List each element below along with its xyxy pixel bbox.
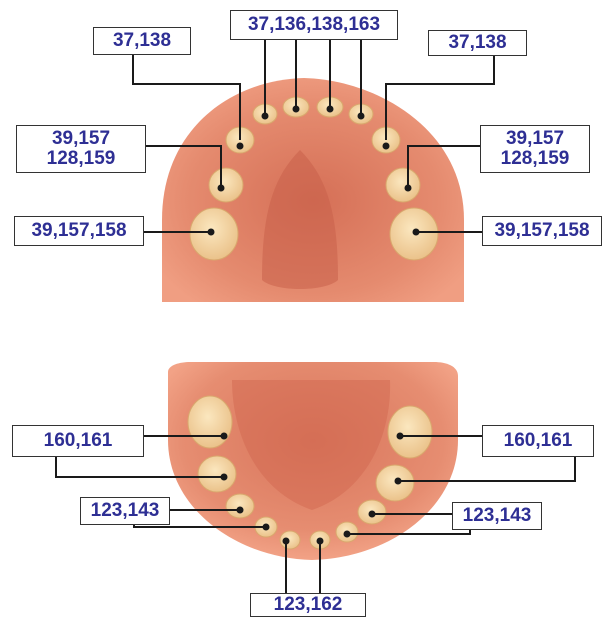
leader-dot: [369, 511, 376, 518]
upper-jaw: [162, 78, 464, 302]
label-upper-right-canine: 37,138: [428, 30, 527, 56]
lower-jaw: [168, 362, 458, 560]
label-line-2: 128,159: [501, 149, 570, 169]
label-text: 123,143: [91, 501, 160, 521]
leader-dot: [413, 229, 420, 236]
leader-dot: [263, 524, 270, 531]
label-lower-right-molar: 160,161: [482, 425, 594, 457]
label-text: 123,162: [274, 595, 343, 615]
label-text: 37,136,138,163: [248, 15, 380, 35]
label-lower-left-incisors: 123,143: [80, 497, 170, 525]
lower-tooth: [376, 465, 414, 501]
leader-dot: [262, 113, 269, 120]
label-text: 37,138: [113, 31, 171, 51]
leader-dot: [383, 143, 390, 150]
leader-dot: [208, 229, 215, 236]
leader-dot: [237, 143, 244, 150]
label-text: 37,138: [448, 33, 506, 53]
leader-dot: [405, 185, 412, 192]
label-upper-left-premolar: 39,157 128,159: [16, 125, 146, 173]
upper-tooth: [190, 208, 238, 260]
leader-dot: [327, 106, 334, 113]
label-text: 123,143: [463, 506, 532, 526]
leader-dot: [395, 478, 402, 485]
leader-dot: [218, 185, 225, 192]
label-lower-right-incisors: 123,143: [452, 502, 542, 530]
label-line-1: 39,157: [506, 129, 564, 149]
lower-tooth: [198, 456, 236, 492]
label-upper-right-molar: 39,157,158: [482, 216, 602, 246]
label-lower-central-incisors: 123,162: [250, 593, 366, 617]
leader-dot: [317, 538, 324, 545]
leader-dot: [293, 106, 300, 113]
lower-tooth: [226, 494, 254, 518]
label-upper-left-canine: 37,138: [93, 27, 191, 55]
label-upper-central-incisors: 37,136,138,163: [230, 10, 398, 40]
label-line-1: 39,157: [52, 129, 110, 149]
label-upper-right-premolar: 39,157 128,159: [480, 125, 590, 173]
leader-dot: [221, 433, 228, 440]
upper-tooth: [386, 168, 420, 202]
label-text: 39,157,158: [494, 221, 589, 241]
leader-dot: [221, 474, 228, 481]
label-text: 39,157,158: [31, 221, 126, 241]
label-line-2: 128,159: [47, 149, 116, 169]
label-lower-left-molar: 160,161: [12, 425, 144, 457]
leader-dot: [358, 113, 365, 120]
label-text: 160,161: [504, 431, 573, 451]
label-upper-left-molar: 39,157,158: [14, 216, 144, 246]
upper-tooth: [209, 168, 243, 202]
lower-tooth: [188, 396, 232, 448]
leader-dot: [237, 507, 244, 514]
lower-tooth: [388, 406, 432, 458]
leader-dot: [397, 433, 404, 440]
label-text: 160,161: [44, 431, 113, 451]
leader-dot: [344, 531, 351, 538]
leader-dot: [283, 538, 290, 545]
